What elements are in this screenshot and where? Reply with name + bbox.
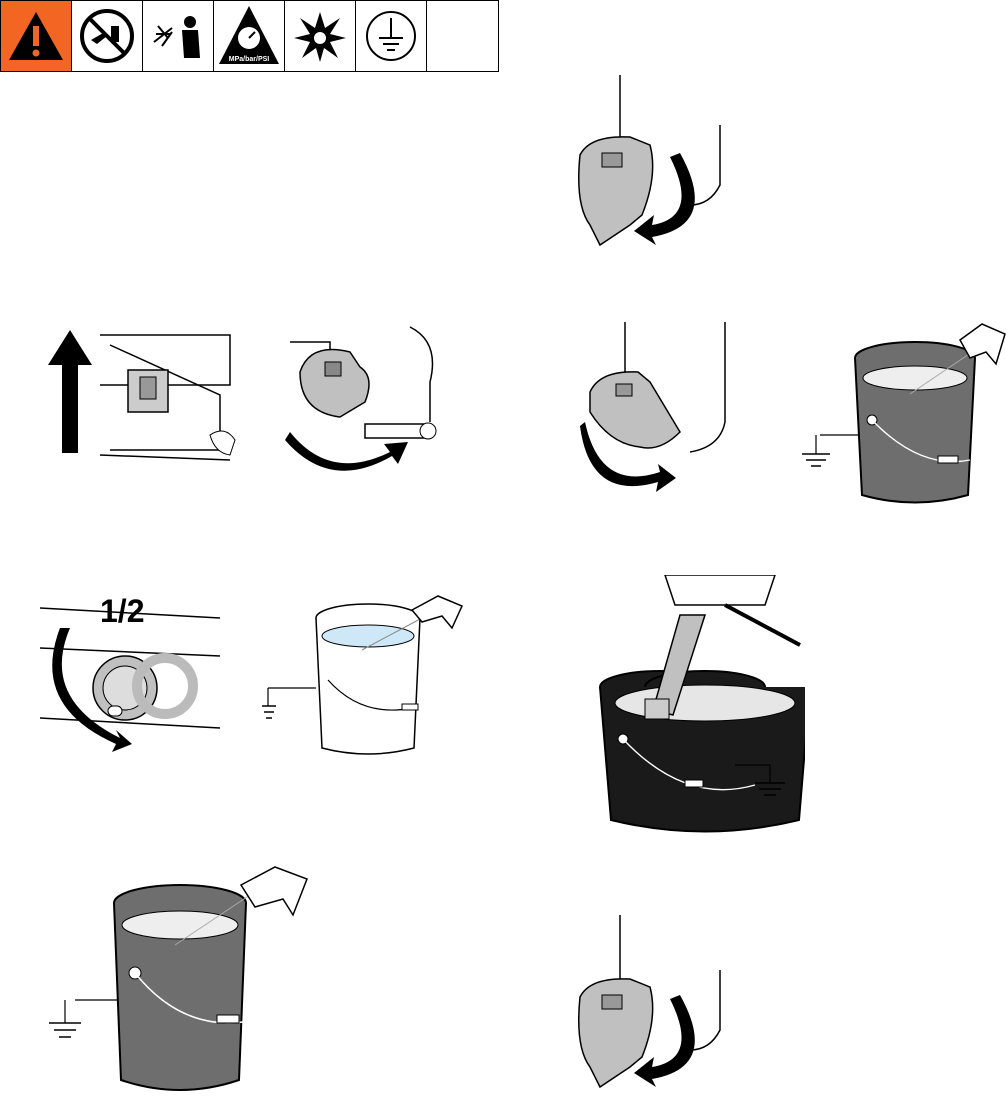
warning-symbol-bar: MPa/bar/PSI: [0, 0, 499, 72]
pressure-knob-figure: 1/2: [40, 588, 220, 760]
explosion-icon: [290, 6, 350, 66]
warning-cell: [1, 1, 72, 71]
flush-pail-figure-gray-right: [800, 320, 1006, 510]
prime-valve-figure: [280, 322, 440, 482]
warning-cell: [72, 1, 143, 71]
drain-valve-figure-bottom: [570, 915, 730, 1095]
pressure-units-label: MPa/bar/PSI: [229, 56, 270, 63]
flush-pail-figure-white: [262, 588, 472, 760]
warning-cell-blank: [427, 1, 498, 71]
drain-valve-figure-top: [570, 75, 730, 255]
drain-valve-figure-open: [580, 322, 730, 502]
warning-cell: [285, 1, 356, 71]
warning-cell: MPa/bar/PSI: [214, 1, 285, 71]
skin-injection-icon: [148, 6, 208, 66]
warning-triangle-icon: [6, 8, 66, 64]
warning-cell: [356, 1, 427, 71]
flush-pail-figure-gray: [45, 855, 315, 1100]
no-hand-spray-icon: [77, 6, 137, 66]
up-arrow-icon: [48, 330, 92, 453]
prime-switch-figure: [40, 325, 240, 465]
warning-cell: [143, 1, 214, 71]
pressure-gauge-icon: MPa/bar/PSI: [217, 4, 281, 68]
pump-pail-figure-black: [595, 575, 805, 840]
ground-icon: [361, 6, 421, 66]
